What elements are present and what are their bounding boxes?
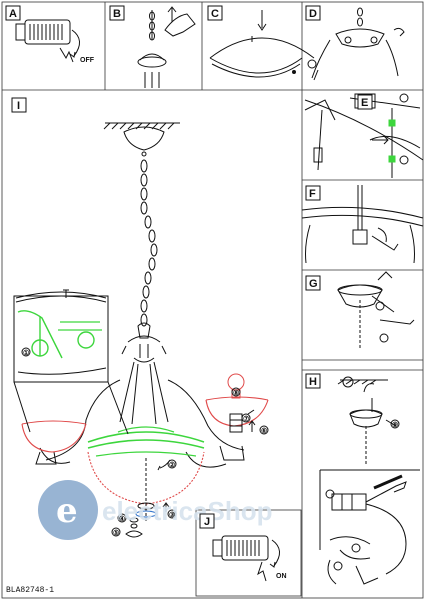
footer-code: BLA82748-1: [6, 586, 54, 595]
panel-g-cup-screws: [337, 271, 415, 350]
panel-f-set-screw: [301, 185, 424, 264]
panel-d-ceiling-cup: [307, 7, 405, 81]
step-marker-8: ⑧: [233, 389, 239, 397]
panel-label-j: J: [204, 516, 210, 528]
panel-label-b: B: [113, 8, 121, 20]
step-markers: ① ② ③ ④ ⑤ ⑥ ⑦ ⑧ ⑨: [23, 349, 398, 537]
panel-label-d: D: [309, 8, 317, 20]
step-marker-6: ⑥: [261, 427, 267, 435]
watermark-disc: [38, 480, 98, 540]
panel-label-a: A: [9, 8, 17, 20]
step-marker-1: ①: [23, 349, 29, 357]
step-marker-4: ④: [119, 515, 125, 523]
step-marker-9: ⑨: [392, 421, 398, 429]
panel-label-e: E: [361, 97, 368, 109]
panel-labels: A B C D E F G H I J: [5, 5, 373, 529]
switch-on-text: ON: [276, 573, 287, 580]
switch-off-text: OFF: [80, 57, 95, 64]
panel-h-ceiling-wiring: [319, 376, 420, 585]
panel-label-f: F: [309, 188, 316, 200]
panel-b-chain-hook: [137, 6, 196, 88]
step-marker-5: ⑤: [113, 529, 119, 537]
panel-label-g: G: [309, 278, 318, 290]
step-marker-7: ⑦: [243, 415, 249, 423]
panel-i-detail-inset: [13, 289, 129, 435]
watermark-prefix: e: [56, 491, 78, 531]
watermark: e electricaShop: [38, 480, 273, 540]
panel-label-c: C: [211, 8, 219, 20]
panel-a-switch-off: [15, 19, 80, 63]
panel-e-socket-wires: [304, 93, 424, 178]
panel-label-i: I: [17, 100, 20, 112]
panel-label-h: H: [309, 376, 317, 388]
step-marker-3: ③: [169, 511, 175, 519]
step-marker-2: ②: [169, 461, 175, 469]
watermark-text: electricaShop: [102, 496, 273, 526]
panel-c-shade: [209, 10, 315, 78]
panel-i-chandelier: [21, 122, 269, 538]
